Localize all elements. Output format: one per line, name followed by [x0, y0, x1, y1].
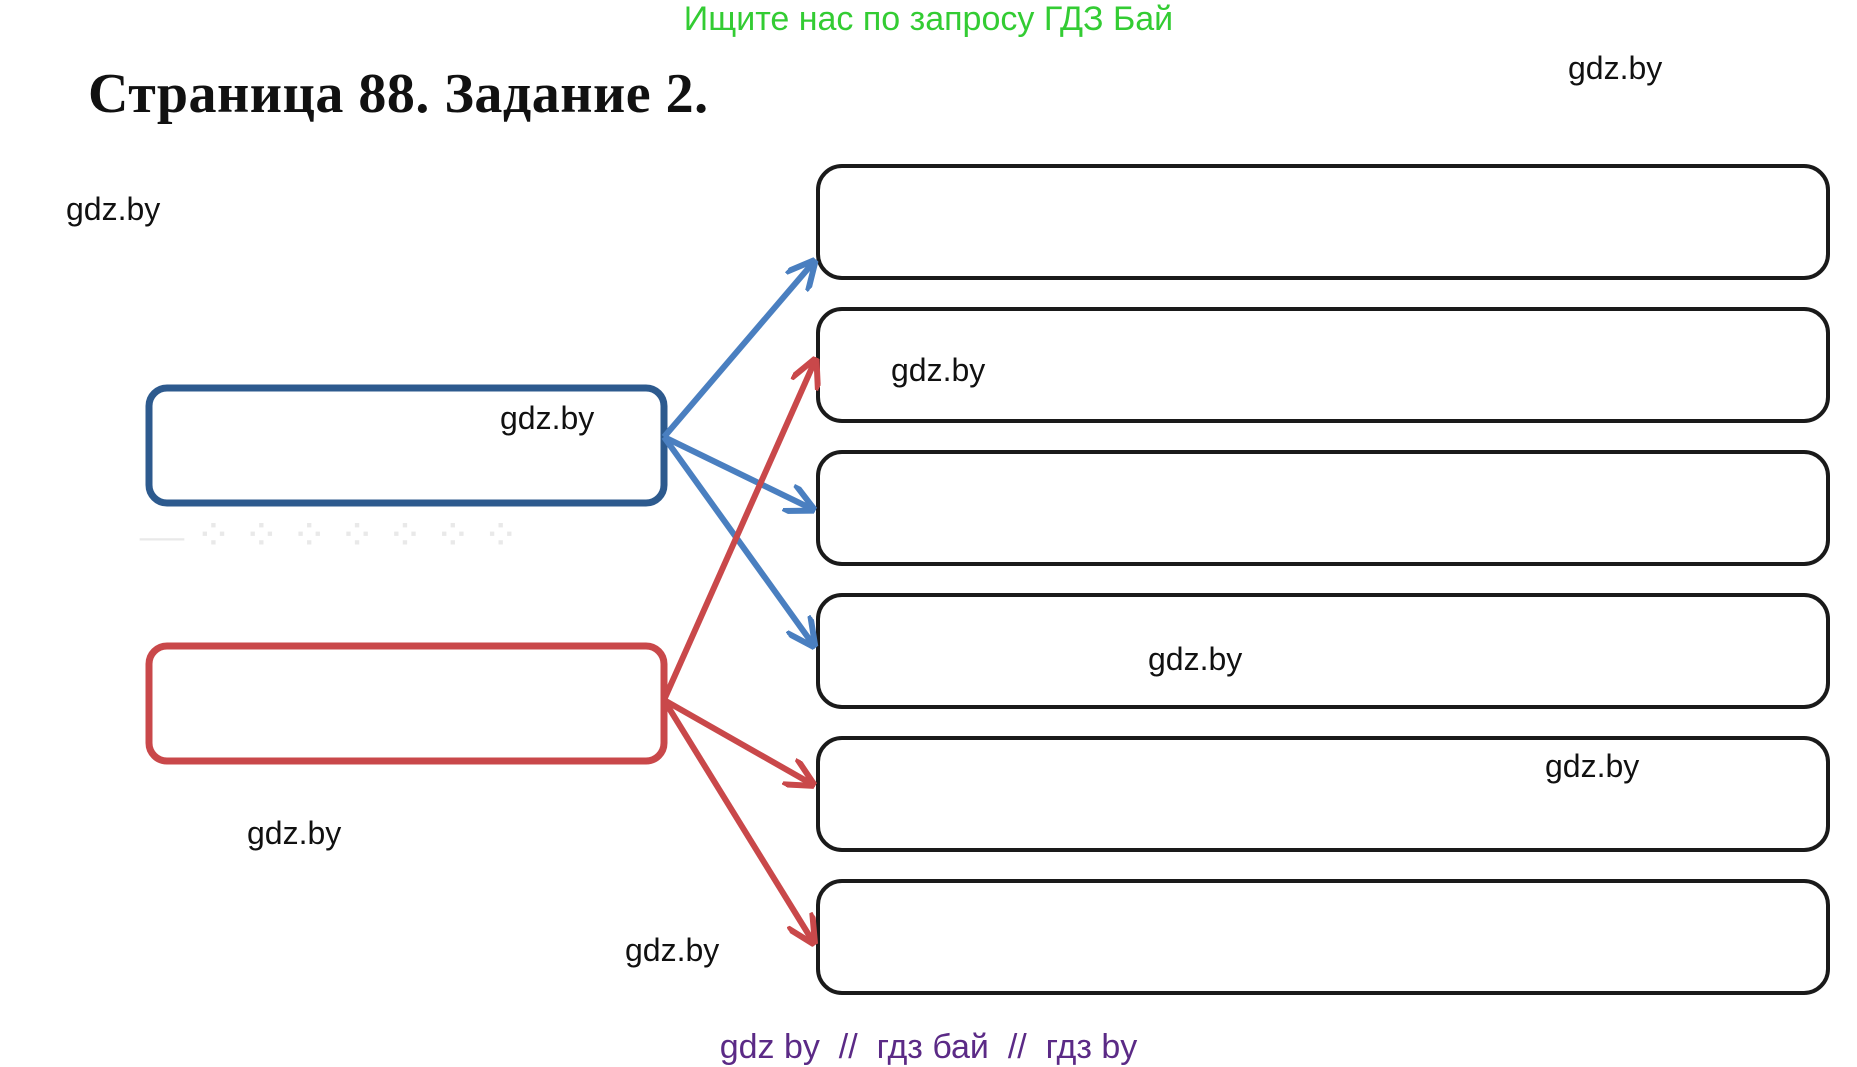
watermark: gdz.by — [891, 352, 986, 388]
target-box-4 — [816, 593, 1830, 709]
blue-source-box — [145, 384, 668, 507]
watermark: gdz.by — [247, 815, 342, 851]
footer-links: gdz by // гдз бай // гдз by — [719, 1028, 1138, 1066]
red-arrow-to-box-5 — [662, 697, 810, 783]
watermark: gdz.by — [66, 191, 161, 227]
target-box-5 — [816, 736, 1830, 852]
red-arrow-to-box-6 — [661, 698, 812, 940]
watermark: gdz.by — [1148, 641, 1243, 677]
watermark: gdz.by — [500, 400, 595, 436]
blue-arrow-to-box-1 — [661, 264, 812, 439]
blue-arrow-to-box-3 — [662, 434, 810, 508]
watermark: gdz.by — [625, 932, 720, 968]
red-source-box — [145, 642, 668, 765]
watermark: gdz.by — [1545, 748, 1640, 784]
watermark: gdz.by — [1568, 50, 1663, 86]
target-box-6 — [816, 879, 1830, 995]
target-box-1 — [816, 164, 1830, 280]
red-arrow-to-box-2 — [661, 363, 814, 702]
top-banner: Ищите нас по запросу ГДЗ Бай — [683, 0, 1174, 38]
page-title: Страница 88. Задание 2. — [88, 63, 709, 125]
faded-scan-text: — ⁘ ⁘ ⁘ ⁘ ⁘ ⁘ ⁘ — [140, 511, 520, 560]
target-box-3 — [816, 450, 1830, 566]
